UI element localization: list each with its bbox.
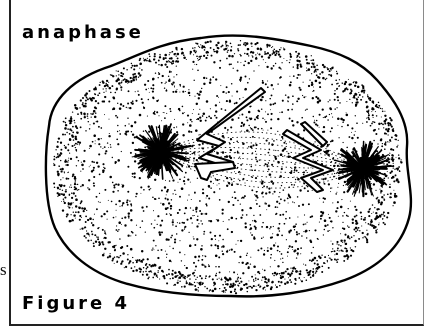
figure-caption: Figure 4 — [22, 295, 130, 313]
right-centrosome-aster — [335, 142, 393, 197]
stray-text-fragment: s — [0, 261, 7, 278]
phase-label: anaphase — [22, 24, 144, 42]
figure-panel: anaphase Figure 4 — [9, 0, 424, 326]
anaphase-cell-illustration — [11, 0, 424, 324]
chromosome — [195, 162, 235, 180]
